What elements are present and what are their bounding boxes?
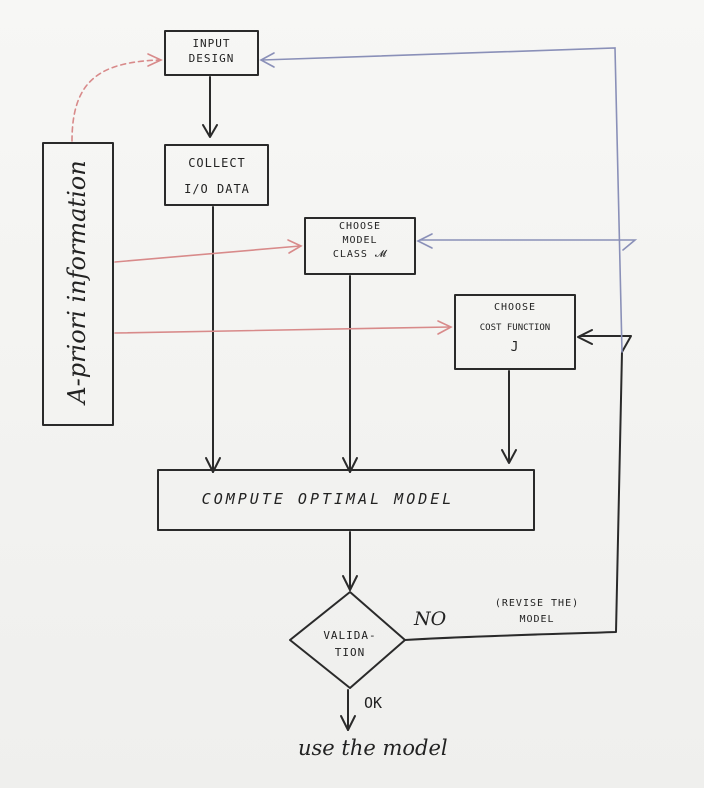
choose-model-box <box>304 217 416 275</box>
feedback-to-input <box>261 47 623 353</box>
collect-line1: COLLECT <box>188 156 246 170</box>
choose-model-label: CHOOSE MODEL CLASS 𝓜 <box>305 220 415 262</box>
input-design-line2: DESIGN <box>188 52 235 65</box>
choose-cost-box <box>454 294 576 370</box>
validation-line1: VALIDA- <box>323 629 377 642</box>
choose-cost-line1: CHOOSE <box>493 302 537 313</box>
apriori-to-cost <box>114 326 451 334</box>
validation-line2: TION <box>334 646 366 659</box>
choose-model-line1: CHOOSE <box>338 221 382 232</box>
revise-line1: (REVISE THE) <box>494 598 580 609</box>
choose-cost-line3: J <box>510 340 520 355</box>
validation-diamond <box>289 591 406 689</box>
choose-model-line2: MODEL <box>342 235 378 246</box>
choose-model-line3: CLASS 𝓜 <box>332 249 388 260</box>
collect-data-label: COLLECT I/O DATA <box>170 150 264 202</box>
no-label: NO <box>414 608 447 630</box>
collect-line2: I/O DATA <box>184 182 250 196</box>
validation-label: VALIDA- TION <box>300 627 400 661</box>
choose-cost-line2: COST FUNCTION <box>479 323 551 333</box>
input-design-label: INPUT DESIGN <box>165 36 258 66</box>
apriori-to-input <box>71 59 161 142</box>
apriori-box <box>42 142 114 426</box>
compute-model-label: COMPUTE OPTIMAL MODEL <box>201 490 455 508</box>
use-model-label: use the model <box>298 736 448 760</box>
choose-cost-label: CHOOSE COST FUNCTION J <box>455 298 575 358</box>
ok-label: OK <box>364 694 383 712</box>
feedback-line <box>404 335 632 641</box>
compute-model-box <box>157 469 535 531</box>
feedback-to-model <box>419 239 638 251</box>
collect-data-box <box>164 144 269 206</box>
revise-line2: MODEL <box>519 614 555 625</box>
input-design-box <box>164 30 259 76</box>
apriori-label: A-priori information <box>63 160 91 404</box>
revise-label: (REVISE THE) MODEL <box>462 596 612 628</box>
apriori-to-model <box>114 245 301 263</box>
input-design-line1: INPUT <box>192 37 231 50</box>
